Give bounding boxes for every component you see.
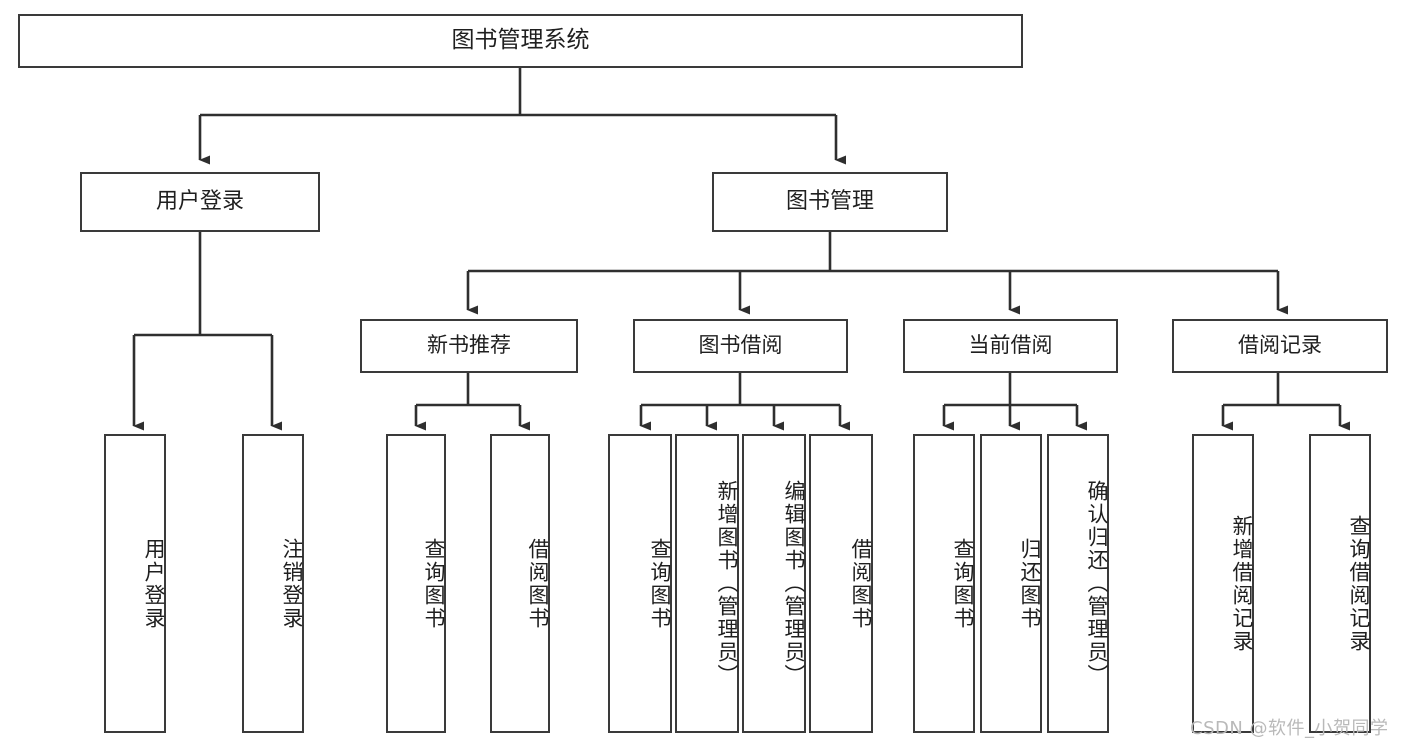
leaf-borrow-borrow-book[interactable]: 借阅图书 bbox=[809, 434, 873, 733]
node-label: 图书管理系统 bbox=[451, 27, 590, 54]
node-label: 借阅图书 bbox=[849, 537, 873, 630]
node-label: 归还图书 bbox=[1018, 537, 1042, 630]
node-label: 查询借阅记录 bbox=[1347, 514, 1371, 653]
leaf-record-add-record[interactable]: 新增借阅记录 bbox=[1192, 434, 1254, 733]
leaf-borrow-edit-book-admin[interactable]: 编辑图书（管理员） bbox=[742, 434, 806, 733]
node-label: 确认归还（管理员） bbox=[1085, 480, 1109, 687]
node-label: 新增借阅记录 bbox=[1230, 514, 1254, 653]
node-label: 查询图书 bbox=[648, 537, 672, 630]
node-new-book-recommend[interactable]: 新书推荐 bbox=[360, 319, 578, 373]
node-label: 图书借阅 bbox=[698, 333, 783, 358]
node-current-borrow[interactable]: 当前借阅 bbox=[903, 319, 1118, 373]
leaf-borrow-query-book[interactable]: 查询图书 bbox=[608, 434, 672, 733]
node-label: 查询图书 bbox=[422, 537, 446, 630]
node-label: 用户登录 bbox=[142, 537, 166, 630]
node-user-login[interactable]: 用户登录 bbox=[80, 172, 320, 232]
node-label: 新增图书（管理员） bbox=[715, 480, 739, 687]
node-label: 查询图书 bbox=[951, 537, 975, 630]
node-label: 新书推荐 bbox=[427, 333, 511, 358]
leaf-borrow-add-book-admin[interactable]: 新增图书（管理员） bbox=[675, 434, 739, 733]
node-label: 借阅图书 bbox=[526, 537, 550, 630]
node-root-book-management-system[interactable]: 图书管理系统 bbox=[18, 14, 1023, 68]
leaf-new-book-borrow-book[interactable]: 借阅图书 bbox=[490, 434, 550, 733]
node-book-borrow[interactable]: 图书借阅 bbox=[633, 319, 848, 373]
leaf-user-login-login[interactable]: 用户登录 bbox=[104, 434, 166, 733]
leaf-current-query-book[interactable]: 查询图书 bbox=[913, 434, 975, 733]
leaf-current-return-book[interactable]: 归还图书 bbox=[980, 434, 1042, 733]
node-borrow-record[interactable]: 借阅记录 bbox=[1172, 319, 1388, 373]
csdn-watermark: CSDN @软件_小贺同学 bbox=[1190, 718, 1389, 739]
node-label: 用户登录 bbox=[155, 188, 244, 214]
leaf-new-book-query-book[interactable]: 查询图书 bbox=[386, 434, 446, 733]
node-label: 注销登录 bbox=[280, 537, 304, 630]
node-book-management[interactable]: 图书管理 bbox=[712, 172, 948, 232]
node-label: 借阅记录 bbox=[1238, 333, 1322, 358]
leaf-current-confirm-return-admin[interactable]: 确认归还（管理员） bbox=[1047, 434, 1109, 733]
node-label: 编辑图书（管理员） bbox=[782, 480, 806, 687]
leaf-record-query-record[interactable]: 查询借阅记录 bbox=[1309, 434, 1371, 733]
leaf-user-login-logout[interactable]: 注销登录 bbox=[242, 434, 304, 733]
node-label: 图书管理 bbox=[785, 188, 874, 214]
node-label: 当前借阅 bbox=[968, 333, 1053, 358]
